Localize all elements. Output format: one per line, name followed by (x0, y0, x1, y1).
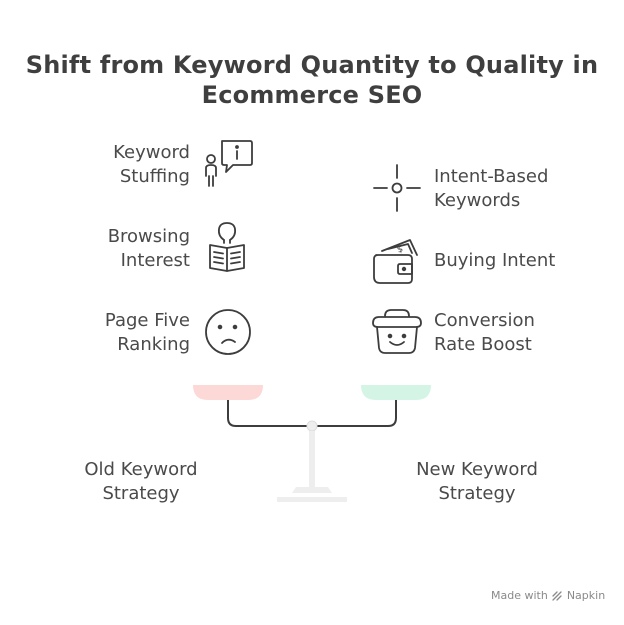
left-item-page-five-ranking: Page Five Ranking (105, 309, 190, 357)
left-item-2-line-1: Browsing (107, 226, 190, 247)
reading-newspaper-icon (209, 222, 245, 272)
left-item-1-line-1: Keyword (113, 142, 190, 163)
scale-pivot (306, 420, 318, 432)
right-item-3-line-2: Rate Boost (434, 334, 532, 355)
made-with-napkin: Made with Napkin (491, 589, 605, 602)
made-with-text: Made with (491, 589, 548, 602)
crosshair-icon (373, 164, 421, 212)
happy-basket-icon (372, 309, 422, 354)
page-title: Shift from Keyword Quantity to Quality i… (0, 50, 624, 110)
right-item-intent-based-keywords: Intent-Based Keywords (434, 165, 548, 213)
old-strategy-label: Old Keyword Strategy (78, 458, 204, 506)
left-item-2-line-2: Interest (120, 250, 190, 271)
napkin-logo-icon (552, 591, 562, 601)
right-item-2-line-1: Buying Intent (434, 250, 556, 271)
scale-base (292, 487, 332, 493)
new-strategy-line-1: New Keyword (416, 459, 538, 480)
right-item-3-line-1: Conversion (434, 310, 535, 331)
right-item-1-line-2: Keywords (434, 190, 521, 211)
old-strategy-pan (193, 385, 263, 400)
wallet-money-icon: $ (373, 239, 418, 284)
left-item-3-line-1: Page Five (104, 310, 190, 331)
new-strategy-label: New Keyword Strategy (408, 458, 546, 506)
old-strategy-line-1: Old Keyword (84, 459, 198, 480)
right-item-1-line-1: Intent-Based (434, 166, 549, 187)
sad-face-icon (205, 309, 251, 355)
scale-stand (309, 431, 315, 487)
right-item-conversion-rate-boost: Conversion Rate Boost (434, 309, 535, 357)
scale-base-plate (277, 497, 347, 502)
new-strategy-pan (361, 385, 431, 400)
left-item-browsing-interest: Browsing Interest (108, 225, 190, 273)
person-info-icon (205, 140, 253, 187)
old-strategy-line-2: Strategy (102, 483, 180, 504)
svg-text:$: $ (396, 244, 405, 255)
title-line-1: Shift from Keyword Quantity to Quality i… (25, 51, 599, 79)
left-item-3-line-2: Ranking (117, 334, 190, 355)
napkin-brand-text: Napkin (566, 589, 606, 602)
left-item-keyword-stuffing: Keyword Stuffing (113, 141, 190, 189)
right-item-buying-intent: Buying Intent (434, 249, 555, 273)
new-strategy-line-2: Strategy (438, 483, 516, 504)
left-item-1-line-2: Stuffing (119, 166, 190, 187)
title-line-2: Ecommerce SEO (201, 81, 423, 109)
